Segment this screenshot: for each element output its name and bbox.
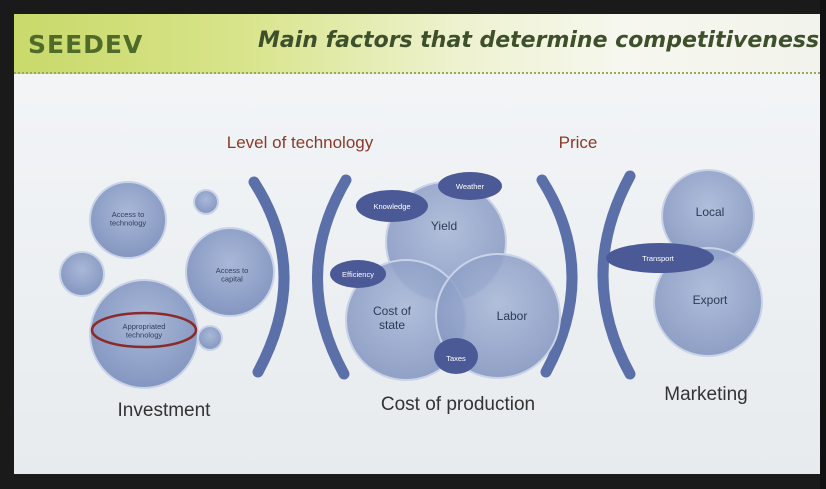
decor-circle-small-bottom: [197, 325, 223, 351]
efficiency-label: Efficiency: [342, 270, 374, 279]
bracket-4: [597, 170, 636, 380]
access-to-technology-circle: [89, 181, 167, 259]
appropriated-technology-circle: [89, 279, 199, 389]
decor-circle-small-top: [193, 189, 219, 215]
taxes-label: Taxes: [446, 354, 466, 363]
yield-label: Yield: [431, 219, 457, 233]
access-to-capital-circle: [185, 227, 275, 317]
level-of-technology-label: Level of technology: [227, 133, 374, 152]
labor-label: Labor: [497, 309, 528, 323]
local-label: Local: [696, 205, 725, 219]
slide-header: SEEDEV Main factors that determine compe…: [14, 14, 820, 74]
bracket-1: [248, 176, 290, 378]
export-label: Export: [693, 293, 728, 307]
slide-title: Main factors that determine competitiven…: [258, 28, 820, 53]
slide: SEEDEV Main factors that determine compe…: [14, 14, 820, 474]
investment-label: Investment: [118, 400, 212, 421]
projector-edge: [820, 0, 826, 489]
bracket-3: [536, 174, 578, 378]
price-label: Price: [559, 133, 598, 152]
appropriated-technology-highlight: [90, 311, 198, 349]
knowledge-pill: [356, 190, 428, 222]
transport-label: Transport: [642, 254, 675, 263]
marketing-label: Marketing: [664, 384, 747, 405]
weather-label: Weather: [456, 182, 485, 191]
efficiency-pill: [330, 260, 386, 288]
weather-pill: [438, 172, 502, 200]
export-circle: [653, 247, 763, 357]
cost-of-production-label: Cost of production: [381, 394, 535, 415]
seedev-logo: SEEDEV: [28, 30, 144, 59]
taxes-pill: [434, 338, 478, 374]
transport-pill: [606, 243, 714, 273]
knowledge-label: Knowledge: [373, 202, 410, 211]
bracket-2: [312, 174, 352, 380]
decor-circle-left: [59, 251, 105, 297]
